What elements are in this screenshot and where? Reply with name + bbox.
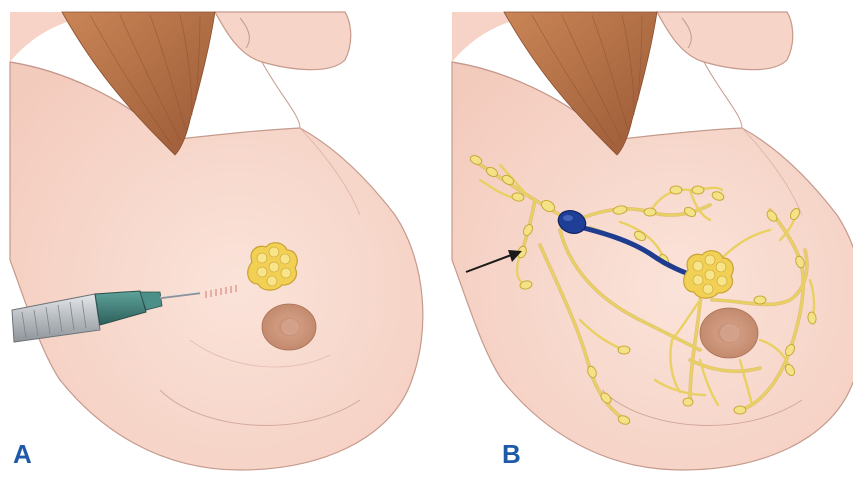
torso-b: [452, 62, 853, 470]
panel-b: [452, 12, 853, 470]
panel-a: [10, 12, 423, 470]
torso-a: [10, 62, 423, 470]
neck-a: [215, 12, 351, 70]
nipple-a: [281, 319, 299, 335]
neck-b: [657, 12, 793, 70]
panel-label-a: A: [13, 441, 32, 467]
panel-label-b: B: [502, 441, 521, 467]
tumor-b: [684, 251, 733, 298]
nipple-b: [720, 324, 740, 342]
tumor-a: [248, 243, 297, 290]
